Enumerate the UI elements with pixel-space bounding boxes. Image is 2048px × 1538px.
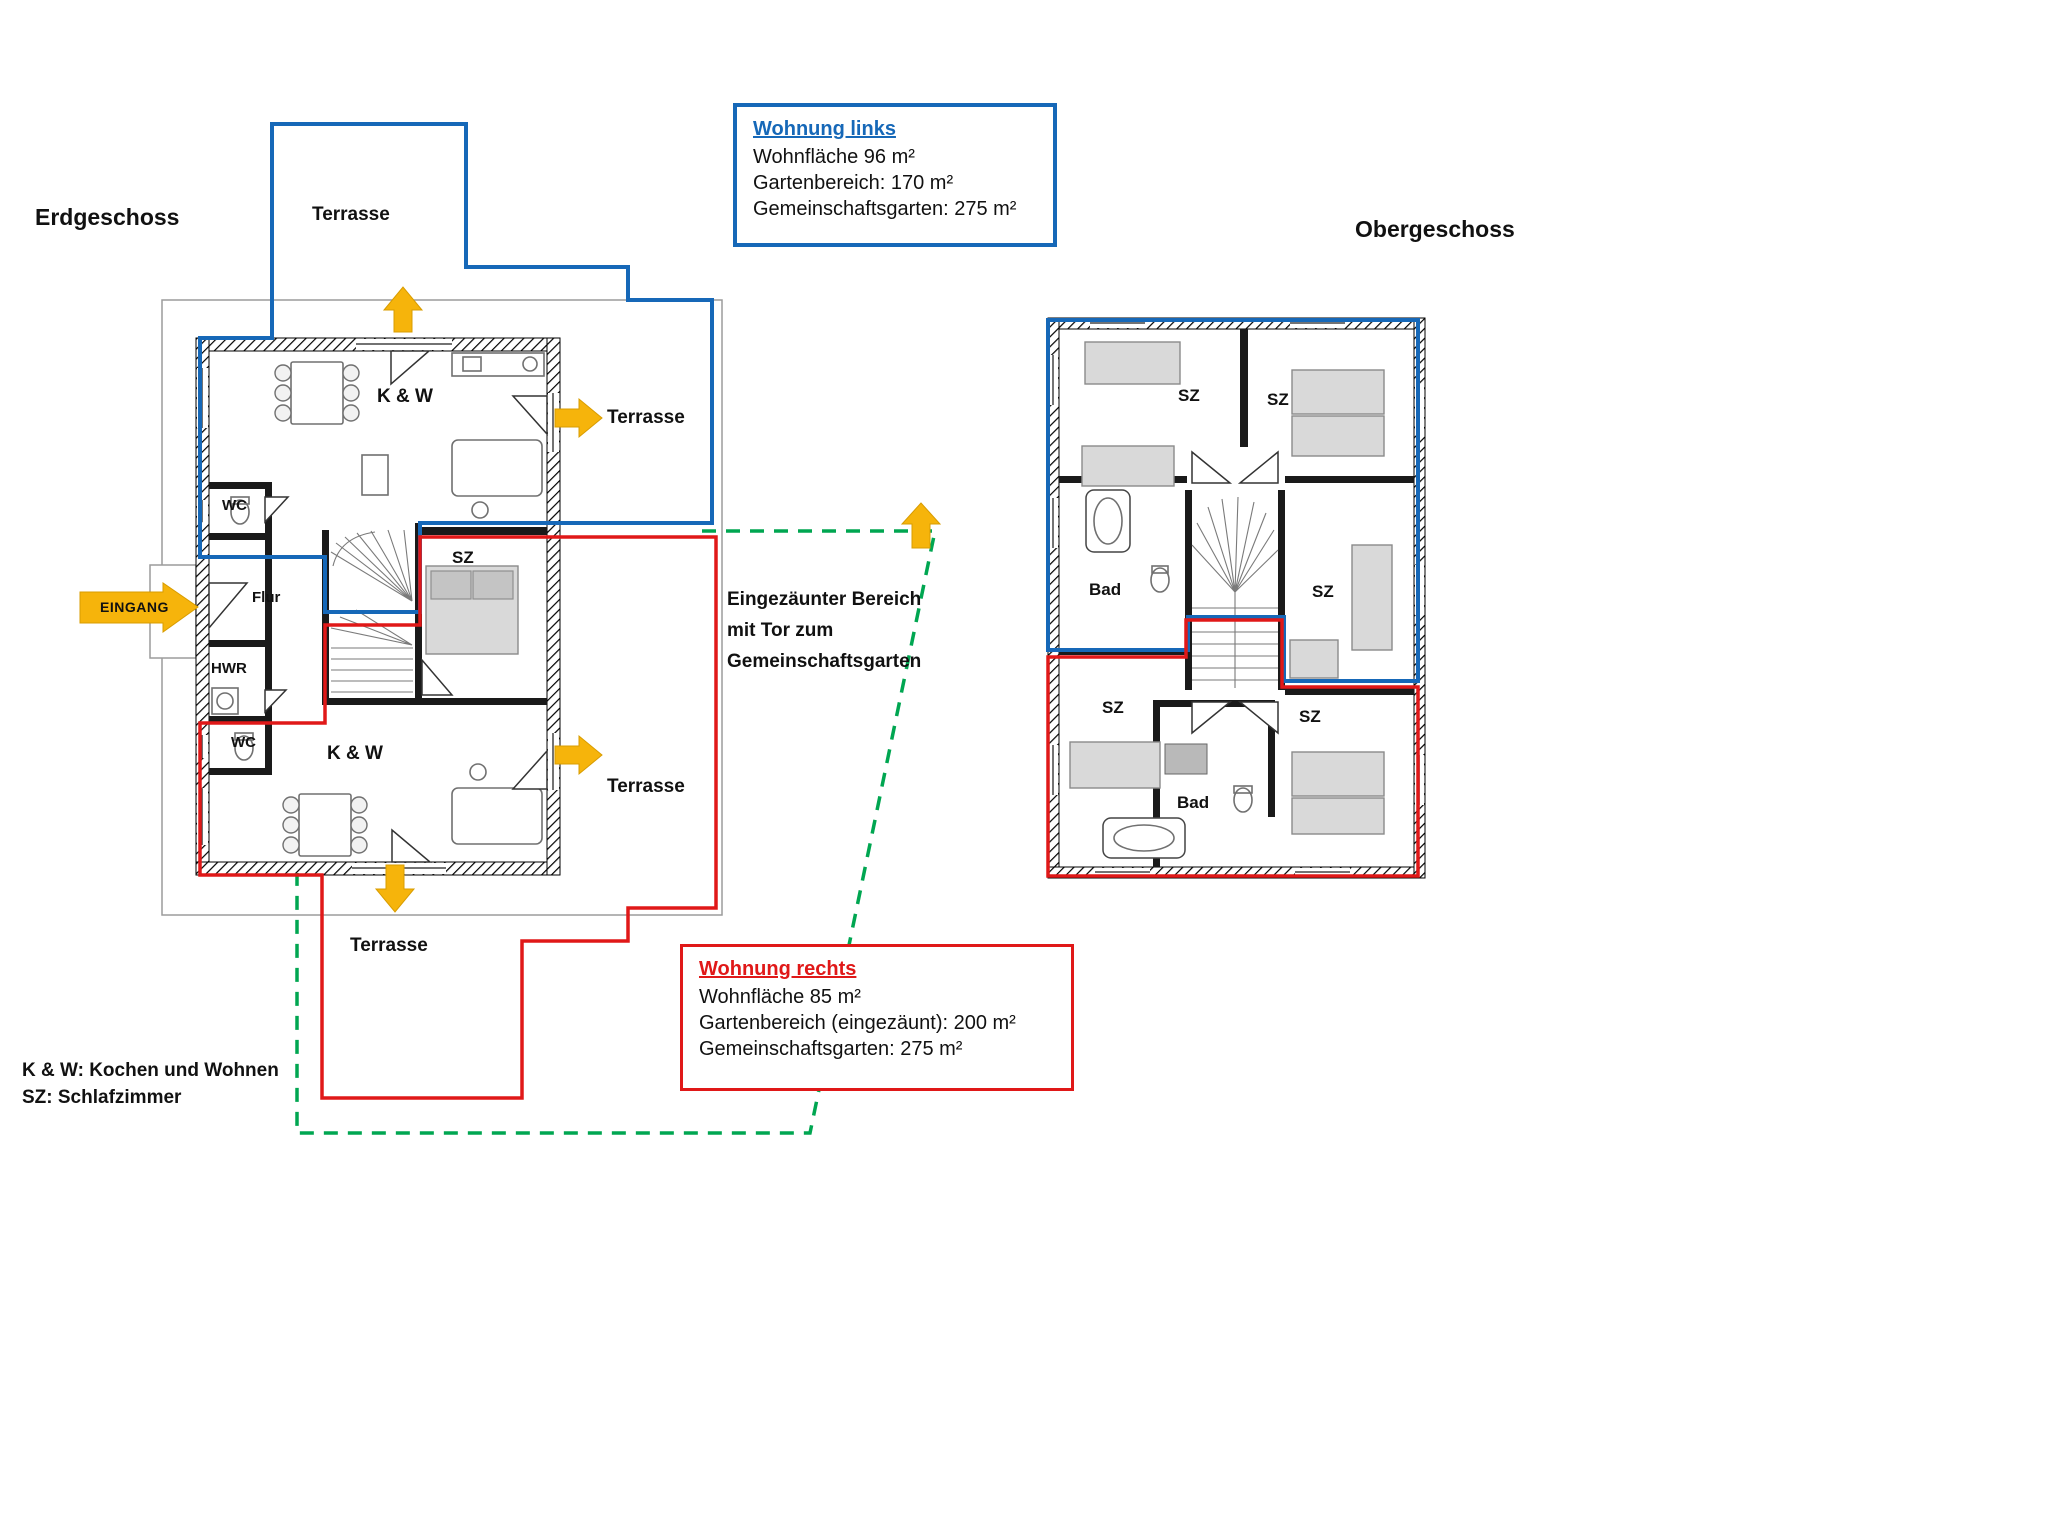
arrows <box>79 286 942 913</box>
ground-staircase-lower <box>330 609 413 693</box>
label-eingang: EINGANG <box>100 599 169 615</box>
fence-note-line3: Gemeinschaftsgarten <box>727 651 922 672</box>
ground-doors <box>208 350 548 863</box>
fence-dashed-line <box>295 529 938 1135</box>
label-sz-og-top-right: SZ <box>1267 390 1289 409</box>
ground-floor-title: Erdgeschoss <box>35 204 180 230</box>
info-box-left-line1: Wohnfläche 96 m² <box>753 146 915 168</box>
kitchen-counter-upper <box>451 352 545 377</box>
label-wc-lower: WC <box>231 734 256 751</box>
legend-line2: SZ: Schlafzimmer <box>22 1087 182 1108</box>
legend: K & W: Kochen und Wohnen SZ: Schlafzimme… <box>22 1057 279 1111</box>
label-sz-og-bottom-right: SZ <box>1299 707 1321 726</box>
apartment-left-outline-upper <box>1046 318 1420 683</box>
label-terrasse-top: Terrasse <box>312 204 390 225</box>
info-box-right-line3: Gemeinschaftsgarten: 275 m² <box>699 1038 963 1060</box>
upper-staircase <box>1191 496 1279 688</box>
label-bad-og-top: Bad <box>1089 580 1122 599</box>
arrow-terrace-bottom-icon <box>374 864 416 913</box>
label-hwr: HWR <box>211 660 247 677</box>
apartment-left-outline-ground <box>198 122 714 614</box>
info-box-left-title: Wohnung links <box>753 118 896 140</box>
wc-upper-fixtures <box>230 496 250 525</box>
upper-beds <box>1069 341 1393 835</box>
sofa-lower <box>451 763 543 845</box>
arrow-entrance-icon <box>79 582 199 633</box>
info-box-apartment-left: Wohnung links Wohnfläche 96 m² Gartenber… <box>733 103 1057 247</box>
arrow-terrace-right-lower-icon <box>554 734 603 776</box>
info-box-right-line2: Gartenbereich (eingezäunt): 200 m² <box>699 1012 1016 1034</box>
upper-doors <box>1191 450 1279 735</box>
upper-floor-title: Obergeschoss <box>1355 216 1515 242</box>
fence-note-line2: mit Tor zum <box>727 620 834 641</box>
upper-bath-fixtures <box>1085 489 1253 859</box>
label-sz-og-mid-right: SZ <box>1312 582 1334 601</box>
sofa-upper <box>361 439 543 519</box>
info-box-left-line3: Gemeinschaftsgarten: 275 m² <box>753 198 1017 220</box>
apartment-right-outline-ground <box>198 535 718 1100</box>
ground-staircase-upper <box>330 529 413 602</box>
label-terrasse-right-upper: Terrasse <box>607 407 685 428</box>
label-terrasse-right-lower: Terrasse <box>607 776 685 797</box>
arrow-garden-gate-icon <box>900 502 942 549</box>
label-wc-upper: WC <box>222 497 247 514</box>
apartment-right-outline-upper <box>1046 618 1420 878</box>
arrow-terrace-top-icon <box>382 286 424 333</box>
info-box-left-line2: Gartenbereich: 170 m² <box>753 172 954 194</box>
dining-table-upper <box>274 361 360 425</box>
label-sz-og-bottom-left: SZ <box>1102 698 1124 717</box>
legend-line1: K & W: Kochen und Wohnen <box>22 1060 279 1081</box>
ground-floor-plan <box>149 299 723 916</box>
info-box-right-title: Wohnung rechts <box>699 958 857 980</box>
label-terrasse-bottom: Terrasse <box>350 935 428 956</box>
label-kw-upper: K & W <box>377 386 433 407</box>
arrow-terrace-right-upper-icon <box>554 397 603 439</box>
info-box-right-line1: Wohnfläche 85 m² <box>699 986 861 1008</box>
dining-table-lower <box>282 793 368 857</box>
fence-note-line1: Eingezäunter Bereich <box>727 589 922 610</box>
info-box-apartment-right: Wohnung rechts Wohnfläche 85 m² Gartenbe… <box>680 944 1074 1091</box>
fence-note: Eingezäunter Bereich mit Tor zum Gemeins… <box>727 584 921 677</box>
hwr-washer <box>211 687 239 715</box>
label-sz-ground: SZ <box>452 548 474 567</box>
bed-ground-sz <box>425 565 519 655</box>
label-flur: Flur <box>252 589 281 606</box>
wc-lower-fixtures <box>234 732 254 761</box>
label-sz-og-top-left: SZ <box>1178 386 1200 405</box>
label-bad-og-bottom: Bad <box>1177 793 1210 812</box>
label-kw-lower: K & W <box>327 743 383 764</box>
vanity <box>1164 743 1208 775</box>
